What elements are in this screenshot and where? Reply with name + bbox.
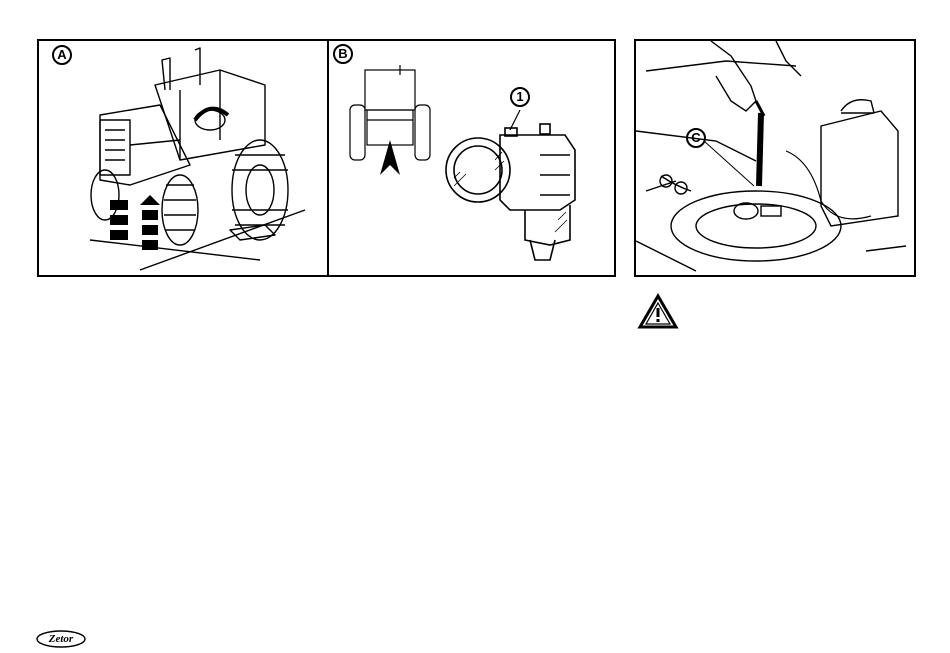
panel-divider — [327, 40, 329, 276]
gearbox-section — [440, 100, 585, 270]
brand-logo: Zetor — [36, 630, 86, 648]
warning-triangle-icon — [638, 294, 678, 330]
logo-text: Zetor — [36, 630, 86, 648]
callout-1: 1 — [510, 87, 530, 107]
tractor-illustration — [70, 45, 320, 273]
label-a: A — [52, 45, 72, 65]
dipstick-illustration — [636, 41, 914, 275]
label-b: B — [333, 44, 353, 64]
tractor-rear-view — [345, 65, 435, 185]
